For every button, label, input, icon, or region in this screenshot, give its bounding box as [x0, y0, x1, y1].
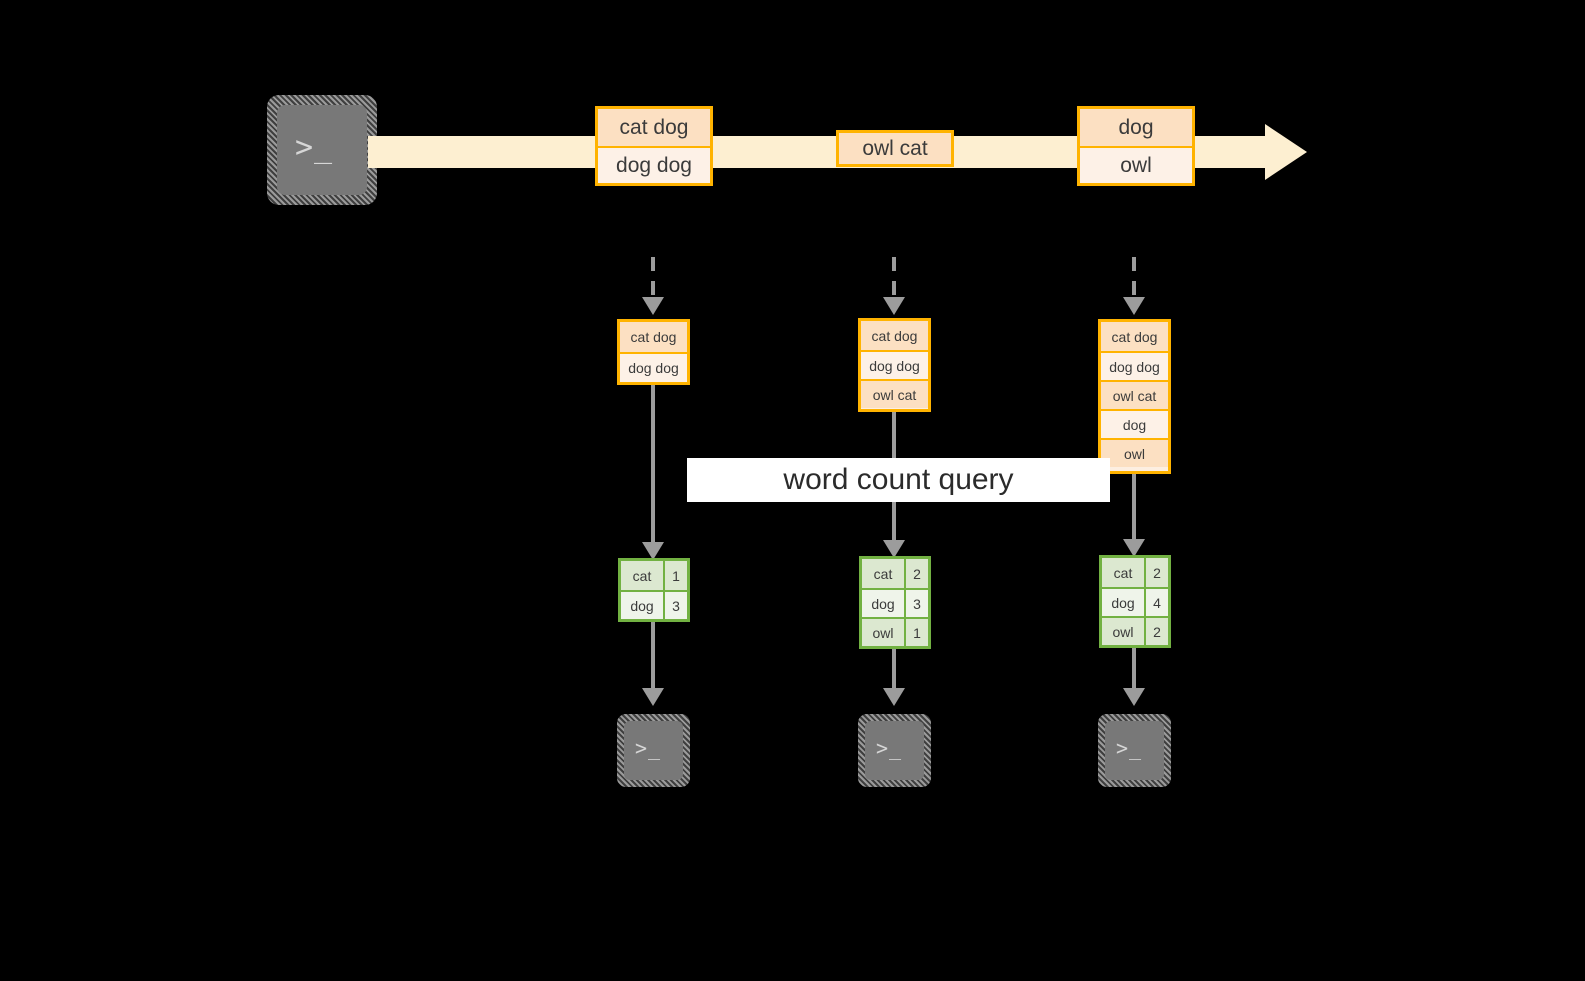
snapshot-1-sink-arrowhead [642, 688, 664, 706]
table-row: owl 1 [862, 617, 928, 646]
buffer-line: owl [1101, 438, 1168, 467]
table-row: cat 2 [1102, 558, 1168, 587]
snapshot-3-sink-terminal-icon: >_ [1098, 714, 1171, 787]
buffer-line: dog [1101, 409, 1168, 438]
buffer-line: cat dog [861, 321, 928, 350]
snapshot-3-buffer: cat dog dog dog owl cat dog owl [1098, 319, 1171, 474]
snapshot-1-result-table: cat 1 dog 3 [618, 558, 690, 622]
snapshot-3-sink-connector [1132, 648, 1136, 694]
stream-message-line: owl [1080, 146, 1192, 183]
stream-to-snapshot-connector [892, 257, 896, 301]
stream-arrow-head [1265, 124, 1307, 180]
result-word-cell: owl [1102, 618, 1146, 645]
snapshot-1-query-connector [651, 385, 655, 548]
buffer-line: owl cat [1101, 380, 1168, 409]
terminal-screen [865, 721, 924, 780]
terminal-prompt-glyph: >_ [1116, 736, 1143, 760]
table-row: cat 1 [621, 561, 687, 590]
result-word-cell: owl [862, 619, 906, 646]
stream-message-batch-2: owl cat [836, 130, 954, 167]
terminal-prompt-glyph: >_ [295, 130, 334, 165]
snapshot-3-result-table: cat 2 dog 4 owl 2 [1099, 555, 1171, 648]
result-count-cell: 4 [1146, 589, 1168, 616]
result-count-cell: 2 [1146, 558, 1168, 587]
stream-to-snapshot-connector [651, 257, 655, 301]
table-row: dog 3 [862, 588, 928, 617]
buffer-line: dog dog [1101, 351, 1168, 380]
table-row: cat 2 [862, 559, 928, 588]
stream-to-snapshot-arrowhead [642, 297, 664, 315]
result-word-cell: dog [621, 592, 665, 619]
terminal-screen [1105, 721, 1164, 780]
stream-message-line: cat dog [598, 109, 710, 146]
stream-message-batch-1: cat dog dog dog [595, 106, 713, 186]
snapshot-1-buffer: cat dog dog dog [617, 319, 690, 385]
snapshot-3-sink-arrowhead [1123, 688, 1145, 706]
snapshot-1-sink-connector [651, 622, 655, 694]
terminal-screen [277, 105, 367, 195]
result-word-cell: dog [862, 590, 906, 617]
snapshot-1-query-arrowhead [642, 542, 664, 560]
result-count-cell: 1 [906, 619, 928, 646]
result-count-cell: 3 [906, 590, 928, 617]
snapshot-2-query-arrowhead [883, 540, 905, 558]
result-count-cell: 3 [665, 592, 687, 619]
stream-to-snapshot-arrowhead [1123, 297, 1145, 315]
source-terminal-icon: >_ [267, 95, 377, 205]
table-row: owl 2 [1102, 616, 1168, 645]
stream-message-line: dog [1080, 109, 1192, 146]
buffer-line: cat dog [620, 322, 687, 352]
buffer-line: cat dog [1101, 322, 1168, 351]
snapshot-2-buffer: cat dog dog dog owl cat [858, 318, 931, 412]
result-word-cell: cat [1102, 558, 1146, 587]
result-count-cell: 1 [665, 561, 687, 590]
stream-to-snapshot-connector [1132, 257, 1136, 301]
query-label-text: word count query [783, 463, 1014, 496]
snapshot-3-query-connector [1132, 474, 1136, 546]
query-label-band: word count query [687, 458, 1110, 502]
snapshot-3-query-arrowhead [1123, 539, 1145, 557]
snapshot-2-sink-terminal-icon: >_ [858, 714, 931, 787]
snapshot-2-sink-connector [892, 649, 896, 694]
terminal-prompt-glyph: >_ [635, 736, 662, 760]
result-count-cell: 2 [1146, 618, 1168, 645]
result-word-cell: cat [621, 561, 665, 590]
stream-message-line: owl cat [839, 133, 951, 164]
table-row: dog 3 [621, 590, 687, 619]
terminal-prompt-glyph: >_ [876, 736, 903, 760]
stream-to-snapshot-arrowhead [883, 297, 905, 315]
snapshot-2-result-table: cat 2 dog 3 owl 1 [859, 556, 931, 649]
buffer-line: dog dog [861, 350, 928, 379]
buffer-line: owl cat [861, 379, 928, 408]
result-word-cell: cat [862, 559, 906, 588]
table-row: dog 4 [1102, 587, 1168, 616]
snapshot-2-sink-arrowhead [883, 688, 905, 706]
stream-message-batch-3: dog owl [1077, 106, 1195, 186]
result-word-cell: dog [1102, 589, 1146, 616]
stream-message-line: dog dog [598, 146, 710, 183]
result-count-cell: 2 [906, 559, 928, 588]
buffer-line: dog dog [620, 352, 687, 382]
terminal-screen [624, 721, 683, 780]
snapshot-1-sink-terminal-icon: >_ [617, 714, 690, 787]
